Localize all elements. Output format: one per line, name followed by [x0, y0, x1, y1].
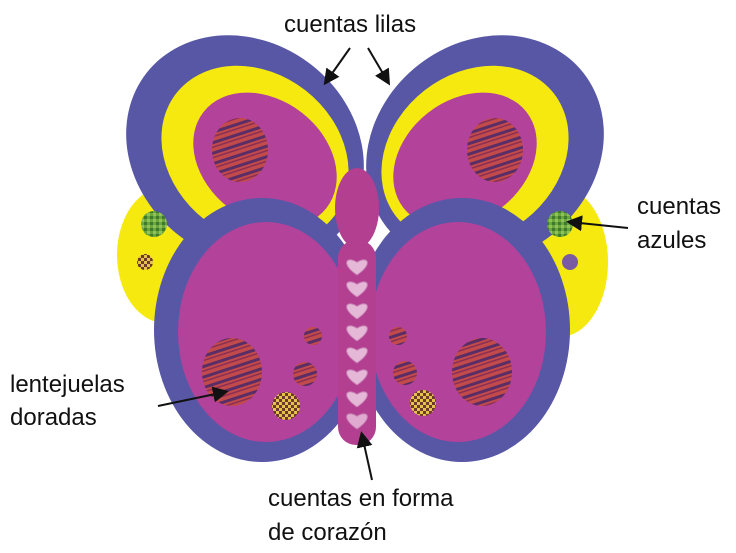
sequin	[304, 327, 322, 345]
label-cuentas-lilas: cuentas lilas	[284, 11, 417, 38]
heart-bead	[346, 303, 368, 320]
heart-bead	[346, 369, 368, 386]
lower-left-wing	[154, 198, 370, 462]
heart-bead	[346, 259, 368, 276]
sequin	[467, 118, 523, 182]
heart-bead	[346, 413, 368, 430]
sequin	[212, 118, 268, 182]
blue-bead	[137, 254, 153, 270]
label-corazon-1: cuentas en forma	[268, 485, 454, 512]
sequin	[393, 361, 417, 385]
sequin	[410, 390, 436, 416]
blue-bead	[141, 211, 167, 237]
heart-bead	[346, 325, 368, 342]
upper-left-wing	[126, 35, 364, 265]
sequin	[293, 362, 317, 386]
butterfly-head	[335, 168, 379, 248]
heart-bead	[346, 347, 368, 364]
heart-bead	[346, 391, 368, 408]
blue-bead	[547, 211, 573, 237]
arrow-lilas-left	[323, 47, 351, 86]
label-cuentas-azules-1: cuentas	[637, 193, 722, 220]
arrow-lilas-right	[367, 47, 391, 86]
arrow-lentejuelas	[157, 386, 229, 407]
heart-beads	[346, 259, 368, 430]
label-lentejuelas-2: doradas	[10, 404, 97, 431]
lower-right-wing	[354, 198, 570, 462]
heart-bead	[346, 281, 368, 298]
sequin	[389, 327, 407, 345]
sequin	[272, 392, 300, 420]
label-corazon-2: de corazón	[268, 519, 387, 546]
arrow-corazon	[356, 431, 373, 481]
arrow-azules	[566, 215, 629, 232]
sequin	[452, 338, 512, 406]
blue-bead	[562, 254, 578, 270]
label-cuentas-azules-2: azules	[637, 227, 707, 254]
label-lentejuelas-1: lentejuelas	[10, 371, 125, 398]
